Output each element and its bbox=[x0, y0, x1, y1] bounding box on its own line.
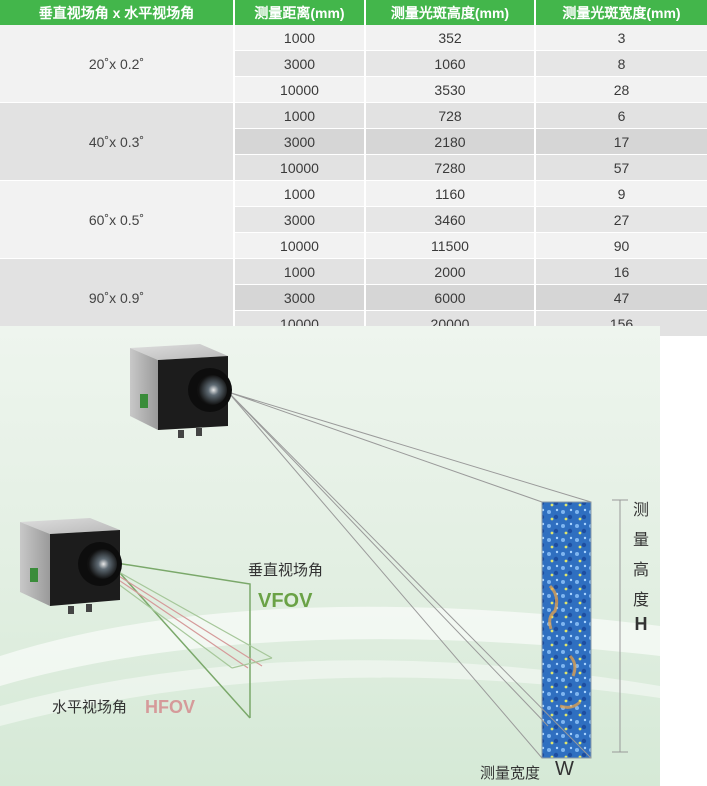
table-row: 10000 7280 57 bbox=[0, 155, 707, 181]
distance-cell: 10000 bbox=[235, 233, 366, 259]
table-row: 10000 11500 90 bbox=[0, 233, 707, 259]
height-cell: 352 bbox=[366, 25, 536, 51]
width-cell: 9 bbox=[536, 181, 707, 207]
width-cell: 6 bbox=[536, 103, 707, 129]
height-dimension bbox=[612, 499, 628, 753]
table-row: 3000 3460 27 bbox=[0, 207, 707, 233]
lower-camera-beam bbox=[101, 561, 273, 719]
width-cell: 57 bbox=[536, 155, 707, 181]
distance-cell: 1000 bbox=[235, 181, 366, 207]
height-cell: 728 bbox=[366, 103, 536, 129]
width-cell: 3 bbox=[536, 25, 707, 51]
thermal-strip-border bbox=[541, 501, 592, 759]
distance-cell: 3000 bbox=[235, 51, 366, 77]
width-cell: 17 bbox=[536, 129, 707, 155]
width-cn-label: 测量宽度 bbox=[480, 765, 541, 782]
distance-cell: 3000 bbox=[235, 207, 366, 233]
hotspot-marks bbox=[548, 584, 582, 709]
table-row: 40˚x 0.3˚ 1000 728 6 bbox=[0, 103, 707, 181]
fov-cell: 60˚x 0.5˚ bbox=[0, 181, 235, 259]
vfov-en-label: VFOV bbox=[258, 590, 313, 612]
table-header-row: 垂直视场角 x 水平视场角 测量距离(mm) 测量光斑高度(mm) 测量光斑宽度… bbox=[0, 0, 707, 25]
distance-cell: 1000 bbox=[235, 259, 366, 285]
thermal-target-strip bbox=[542, 502, 591, 758]
vfov-cn-label: 垂直视场角 bbox=[248, 562, 324, 579]
distance-cell: 10000 bbox=[235, 155, 366, 181]
hfov-en-label: HFOV bbox=[145, 697, 196, 717]
table-row: 3000 1060 8 bbox=[0, 51, 707, 77]
table-row: 90˚x 0.9˚ 1000 2000 16 bbox=[0, 259, 707, 337]
height-cell: 2180 bbox=[366, 129, 536, 155]
table-row: 60˚x 0.5˚ 1000 1160 9 bbox=[0, 181, 707, 259]
width-cell: 90 bbox=[536, 233, 707, 259]
header-spot-height: 测量光斑高度(mm) bbox=[366, 0, 536, 25]
table-row: 3000 2180 17 bbox=[0, 129, 707, 155]
distance-cell: 10000 bbox=[235, 77, 366, 103]
width-cell: 27 bbox=[536, 207, 707, 233]
distance-cell: 1000 bbox=[235, 25, 366, 51]
height-label-char: 度 bbox=[632, 592, 649, 609]
height-label-char: 测 bbox=[632, 502, 649, 519]
header-fov: 垂直视场角 x 水平视场角 bbox=[0, 0, 235, 25]
table-row: 20˚x 0.2˚ 1000 352 3 bbox=[0, 25, 707, 103]
height-label-char: 高 bbox=[632, 562, 649, 579]
height-cell: 7280 bbox=[366, 155, 536, 181]
height-cell: 2000 bbox=[366, 259, 536, 285]
height-cell: 1160 bbox=[366, 181, 536, 207]
fov-diagram bbox=[0, 326, 660, 786]
table-group-20: 20˚x 0.2˚ 1000 352 3 3000 1060 8 10000 3… bbox=[0, 25, 707, 103]
hfov-cn-label: 水平视场角 bbox=[52, 699, 128, 716]
distance-cell: 1000 bbox=[235, 103, 366, 129]
header-spot-width: 测量光斑宽度(mm) bbox=[536, 0, 707, 25]
width-cell: 8 bbox=[536, 51, 707, 77]
top-camera-beam bbox=[227, 391, 592, 759]
height-cell: 3460 bbox=[366, 207, 536, 233]
fov-cell: 20˚x 0.2˚ bbox=[0, 25, 235, 103]
lower-camera bbox=[20, 518, 122, 614]
width-cell: 47 bbox=[536, 285, 707, 311]
fov-cell: 40˚x 0.3˚ bbox=[0, 103, 235, 181]
background-swoosh bbox=[0, 606, 660, 686]
height-cell: 11500 bbox=[366, 233, 536, 259]
height-cell: 1060 bbox=[366, 51, 536, 77]
table-group-40: 40˚x 0.3˚ 1000 728 6 3000 2180 17 10000 … bbox=[0, 103, 707, 181]
top-camera bbox=[130, 344, 232, 438]
width-en-label: W bbox=[555, 758, 574, 780]
background-swoosh bbox=[0, 660, 660, 726]
height-cell: 6000 bbox=[366, 285, 536, 311]
distance-cell: 3000 bbox=[235, 129, 366, 155]
height-cell: 3530 bbox=[366, 77, 536, 103]
header-distance: 测量距离(mm) bbox=[235, 0, 366, 25]
height-label-char: 量 bbox=[632, 532, 649, 549]
fov-illustration: 垂直视场角 VFOV 水平视场角 HFOV 测 量 高 度 H 测量宽度 W bbox=[0, 326, 660, 786]
width-cell: 16 bbox=[536, 259, 707, 285]
table-group-60: 60˚x 0.5˚ 1000 1160 9 3000 3460 27 10000… bbox=[0, 181, 707, 259]
distance-cell: 3000 bbox=[235, 285, 366, 311]
height-label-char: H bbox=[634, 614, 648, 634]
width-cell: 28 bbox=[536, 77, 707, 103]
table-row: 10000 3530 28 bbox=[0, 77, 707, 103]
table-row: 3000 6000 47 bbox=[0, 285, 707, 311]
spec-table: 垂直视场角 x 水平视场角 测量距离(mm) 测量光斑高度(mm) 测量光斑宽度… bbox=[0, 0, 707, 337]
